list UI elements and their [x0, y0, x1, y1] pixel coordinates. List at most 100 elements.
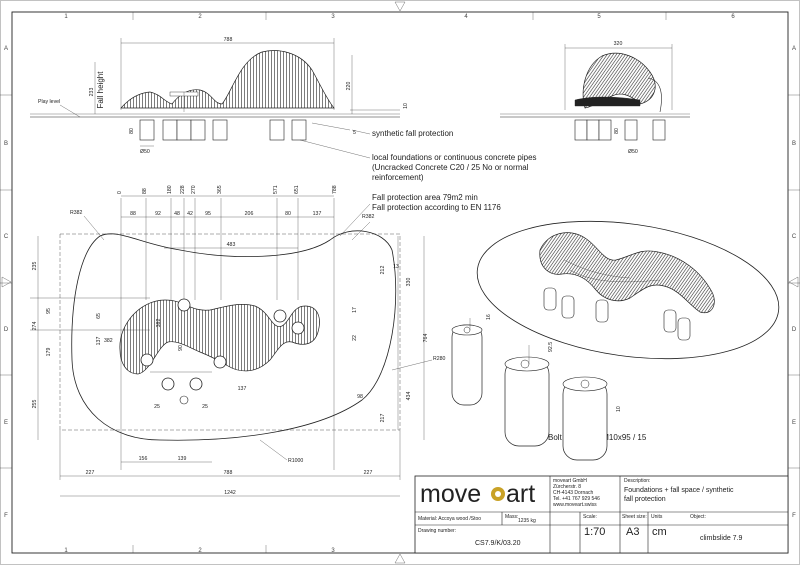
svg-text:206: 206: [245, 211, 254, 217]
fall-protection-zone: [71, 230, 397, 441]
company-web: www.moveart.swiss: [553, 502, 597, 508]
front-depth-dim: 80: [614, 128, 620, 134]
logo-art: art: [506, 480, 535, 508]
scale-label: Scale:: [583, 514, 597, 520]
side-foundations: [139, 119, 307, 141]
svg-text:788: 788: [332, 185, 338, 194]
foundation-detail-3: [562, 376, 608, 461]
svg-text:382: 382: [156, 319, 162, 328]
svg-text:139: 139: [178, 456, 187, 462]
isometric-view: [476, 220, 780, 360]
svg-text:3: 3: [331, 548, 335, 554]
foundations-note-line1: local foundations or continuous concrete…: [372, 153, 537, 162]
svg-text:C: C: [792, 234, 797, 240]
svg-text:98: 98: [357, 394, 363, 400]
foundation-detail-2: [504, 345, 550, 447]
mass-value: 1235 kg: [518, 518, 536, 524]
svg-text:2: 2: [198, 548, 202, 554]
svg-text:D: D: [4, 327, 9, 333]
side-marker-dim: 5: [353, 130, 356, 136]
svg-text:156: 156: [139, 456, 148, 462]
svg-text:22: 22: [352, 335, 358, 341]
svg-text:10: 10: [616, 406, 622, 412]
svg-text:R382: R382: [70, 210, 83, 216]
description-line2: fall protection: [624, 496, 666, 503]
foundation-detail-1: [451, 318, 483, 406]
svg-text:25: 25: [202, 404, 208, 410]
svg-text:571: 571: [273, 185, 279, 194]
fall-area-note-line1: Fall protection area 79m2 min: [372, 193, 478, 202]
sheet-size-value: A3: [626, 526, 639, 538]
svg-text:25: 25: [154, 404, 160, 410]
iso-foundations: [543, 287, 691, 341]
svg-text:6: 6: [731, 14, 735, 20]
svg-text:179: 179: [46, 348, 52, 357]
svg-text:95: 95: [46, 308, 52, 314]
side-height-dim: 233: [89, 88, 95, 97]
svg-text:255: 255: [32, 400, 38, 409]
front-diameter-dim: Ø50: [628, 149, 638, 155]
svg-text:17: 17: [352, 307, 358, 313]
svg-text:5: 5: [597, 14, 601, 20]
svg-text:88: 88: [142, 188, 148, 194]
svg-text:4: 4: [464, 14, 468, 20]
svg-text:788: 788: [224, 470, 233, 476]
svg-text:F: F: [792, 513, 796, 519]
drawing-number-value: CS7.9/K/03.20: [475, 540, 521, 547]
svg-text:80: 80: [285, 211, 291, 217]
svg-text:R382: R382: [362, 214, 375, 220]
svg-text:227: 227: [364, 470, 373, 476]
svg-text:R1000: R1000: [288, 458, 303, 464]
foundations-note-line3: reinforcement): [372, 173, 424, 182]
svg-text:C: C: [4, 234, 9, 240]
svg-text:D: D: [792, 327, 797, 333]
svg-text:R280: R280: [433, 356, 446, 362]
fall-area-note-line2: Fall protection according to EN 1176: [372, 203, 501, 212]
description-label: Description:: [624, 478, 650, 484]
title-block: move art moveart GmbH Zürcherstr. 8 CH-4…: [414, 475, 789, 554]
svg-text:B: B: [792, 141, 796, 147]
units-value: cm: [652, 526, 667, 538]
object-label: Object:: [690, 514, 706, 520]
object-value: climbslide 7.9: [700, 535, 743, 542]
description-line1: Foundations + fall space / synthetic: [624, 487, 734, 494]
svg-text:48: 48: [174, 211, 180, 217]
svg-text:382: 382: [104, 338, 113, 344]
company-phone: Tel. +41 767 929 546: [553, 496, 600, 502]
play-level-label: Play level: [38, 99, 60, 105]
svg-text:227: 227: [86, 470, 95, 476]
svg-text:212: 212: [380, 266, 386, 275]
svg-text:A: A: [792, 46, 796, 52]
front-foundations: [574, 119, 666, 141]
company-city: CH-4143 Dornach: [553, 490, 594, 496]
front-width-dim: 320: [614, 41, 623, 47]
svg-text:228: 228: [180, 185, 186, 194]
svg-text:3: 3: [331, 14, 335, 20]
svg-text:92: 92: [155, 211, 161, 217]
svg-text:0: 0: [117, 191, 123, 194]
svg-text:180: 180: [167, 185, 173, 194]
svg-text:1: 1: [64, 14, 68, 20]
company-street: Zürcherstr. 8: [553, 484, 581, 490]
svg-text:483: 483: [227, 242, 236, 248]
side-width-dim: 788: [224, 37, 233, 43]
svg-text:1242: 1242: [224, 490, 236, 496]
svg-text:B: B: [4, 141, 8, 147]
svg-text:137: 137: [238, 386, 247, 392]
svg-text:330: 330: [406, 278, 412, 287]
svg-text:137: 137: [313, 211, 322, 217]
mass-label: Mass:: [505, 514, 518, 520]
svg-text:90: 90: [178, 345, 184, 351]
svg-text:16: 16: [486, 314, 492, 320]
svg-text:270: 270: [191, 185, 197, 194]
svg-text:E: E: [4, 420, 8, 426]
svg-text:217: 217: [380, 414, 386, 423]
grid-labels: 1 2 3 4 5 6 1 2 3 4 5 6 A B C D E F A B …: [4, 14, 797, 554]
svg-text:1: 1: [64, 548, 68, 554]
foundations-note-line2: (Uncracked Concrete C20 / 25 No or norma…: [372, 163, 529, 172]
scale-value: 1:70: [584, 526, 605, 538]
logo-move: move: [420, 480, 481, 508]
svg-text:274: 274: [32, 322, 38, 331]
logo-flower-icon: [491, 487, 505, 501]
